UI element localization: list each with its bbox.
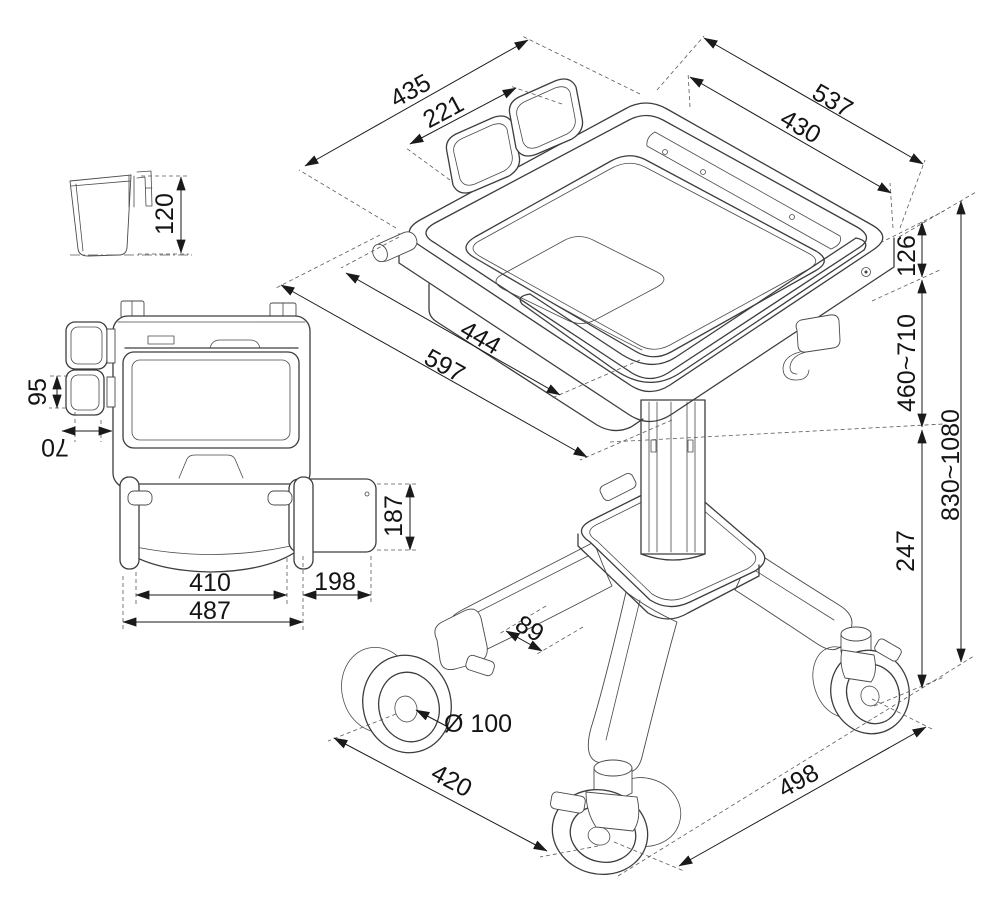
dim-label-base-height: 247 bbox=[892, 530, 920, 572]
label-sticker bbox=[147, 335, 175, 345]
handle-tube-right bbox=[293, 476, 314, 570]
dim-label-side-pocket-height: 187 bbox=[380, 495, 408, 537]
bumper-handle bbox=[521, 249, 865, 384]
dim-label-overall-height-range: 830~1080 bbox=[937, 409, 965, 521]
lift-column bbox=[640, 399, 706, 561]
isometric-view bbox=[341, 78, 910, 876]
dim-label-cupholder-height: 95 bbox=[24, 378, 52, 406]
dim-label-tray-box-height: 126 bbox=[893, 235, 921, 277]
cupholders-front bbox=[65, 321, 116, 416]
caster-front bbox=[550, 759, 682, 876]
basket-hooks bbox=[128, 170, 153, 208]
dim-label-base-span-right: 498 bbox=[773, 759, 823, 804]
dim-label-tray-depth-inner: 430 bbox=[775, 104, 825, 149]
dim-label-tray-depth-overall: 537 bbox=[807, 78, 857, 123]
dim-label-caster-diameter: Ø 100 bbox=[444, 710, 512, 738]
dim-label-cupholder-offset: 70 bbox=[41, 433, 69, 461]
dim-label-front-width-inner: 444 bbox=[455, 315, 505, 360]
platform-latch bbox=[599, 472, 637, 502]
front-view bbox=[65, 300, 377, 573]
dim-label-front-width-outer: 597 bbox=[419, 344, 469, 389]
dim-label-body-width-inner: 410 bbox=[189, 569, 231, 597]
dim-label-body-width-overall: 487 bbox=[189, 597, 231, 625]
caster-right bbox=[812, 626, 910, 735]
dim-label-side-pocket-width: 198 bbox=[314, 568, 356, 596]
dim-label-bin-height: 120 bbox=[151, 193, 179, 235]
worktop-recess bbox=[465, 155, 825, 358]
basket-detail-view bbox=[69, 170, 153, 257]
cart-body bbox=[112, 315, 311, 489]
base-leg-right bbox=[734, 547, 853, 651]
side-peg bbox=[372, 231, 418, 263]
dim-label-lift-range: 460~710 bbox=[893, 314, 921, 412]
caster-left bbox=[341, 608, 495, 754]
accessory-hook bbox=[782, 314, 841, 381]
dim-label-base-span-left: 420 bbox=[427, 759, 477, 803]
caster-base-legs bbox=[341, 541, 910, 876]
lock-keyhole bbox=[861, 267, 871, 277]
